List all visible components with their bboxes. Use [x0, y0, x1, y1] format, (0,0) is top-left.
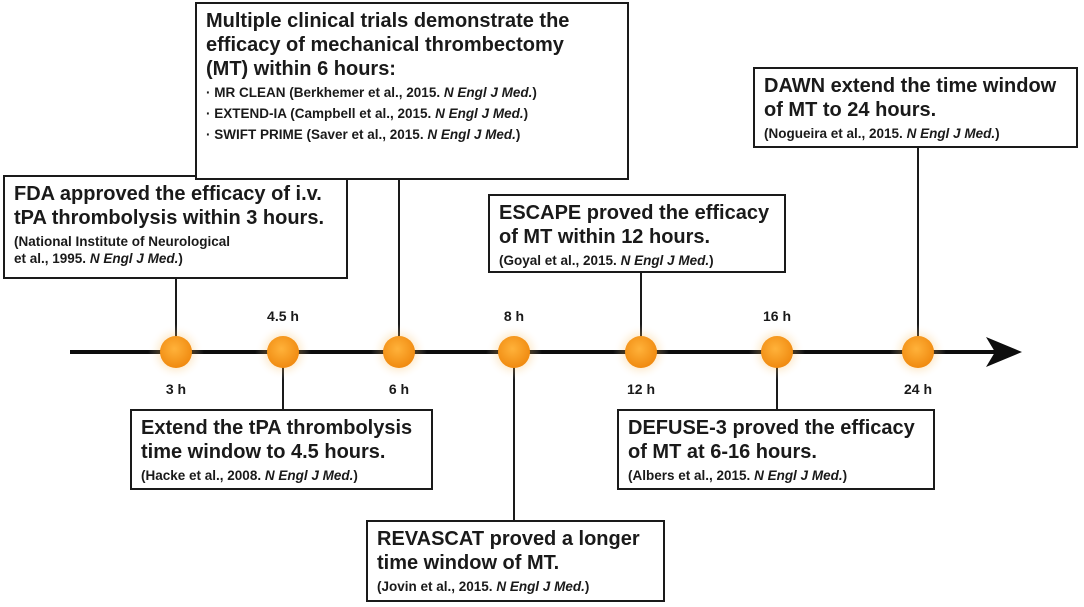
marker-8h: [486, 324, 542, 380]
list-item: · MR CLEAN (Berkhemer et al., 2015. N En…: [206, 85, 537, 100]
marker-12h: [613, 324, 669, 380]
event-heading: Multiple clinical trials demonstrate the…: [206, 10, 570, 80]
list-item: · SWIFT PRIME (Saver et al., 2015. N Eng…: [206, 127, 521, 142]
event-heading: REVASCAT proved a longer time window of …: [377, 528, 640, 574]
marker-16h: [749, 324, 805, 380]
event-box-extend-tpa: Extend the tPA thrombolysis time window …: [130, 409, 433, 490]
event-heading: FDA approved the efficacy of i.v. tPA th…: [14, 183, 325, 229]
event-box-revascat: REVASCAT proved a longer time window of …: [366, 520, 665, 602]
event-heading: DEFUSE-3 proved the efficacy of MT at 6-…: [628, 417, 915, 463]
event-box-fda: FDA approved the efficacy of i.v. tPA th…: [3, 175, 348, 279]
trial-list: · MR CLEAN (Berkhemer et al., 2015. N En…: [206, 84, 619, 144]
tick-label-6h: 6 h: [388, 381, 410, 397]
tick-label-4-5h: 4.5 h: [267, 308, 299, 324]
event-citation: (National Institute of Neurological et a…: [14, 234, 231, 266]
event-box-dawn: DAWN extend the time window of MT to 24 …: [753, 67, 1078, 148]
event-citation: (Hacke et al., 2008. N Engl J Med.): [141, 468, 358, 483]
event-heading: ESCAPE proved the efficacy of MT within …: [499, 202, 770, 248]
marker-24h: [890, 324, 946, 380]
tick-label-8h: 8 h: [503, 308, 525, 324]
timeline-arrowhead: [986, 337, 1022, 367]
event-citation: (Albers et al., 2015. N Engl J Med.): [628, 468, 848, 483]
event-box-defuse3: DEFUSE-3 proved the efficacy of MT at 6-…: [617, 409, 935, 490]
event-citation: (Jovin et al., 2015. N Engl J Med.): [377, 579, 590, 594]
event-box-multiple-trials: Multiple clinical trials demonstrate the…: [195, 2, 629, 180]
event-heading: Extend the tPA thrombolysis time window …: [141, 417, 413, 463]
list-item: · EXTEND-IA (Campbell et al., 2015. N En…: [206, 106, 529, 121]
tick-label-3h: 3 h: [165, 381, 187, 397]
event-citation: (Goyal et al., 2015. N Engl J Med.): [499, 253, 714, 268]
tick-label-16h: 16 h: [762, 308, 791, 324]
marker-3h: [148, 324, 204, 380]
marker-4-5h: [255, 324, 311, 380]
event-heading: DAWN extend the time window of MT to 24 …: [764, 75, 1057, 121]
tick-label-24h: 24 h: [903, 381, 932, 397]
event-box-escape: ESCAPE proved the efficacy of MT within …: [488, 194, 786, 273]
event-citation: (Nogueira et al., 2015. N Engl J Med.): [764, 126, 1000, 141]
tick-label-12h: 12 h: [626, 381, 655, 397]
marker-6h: [371, 324, 427, 380]
